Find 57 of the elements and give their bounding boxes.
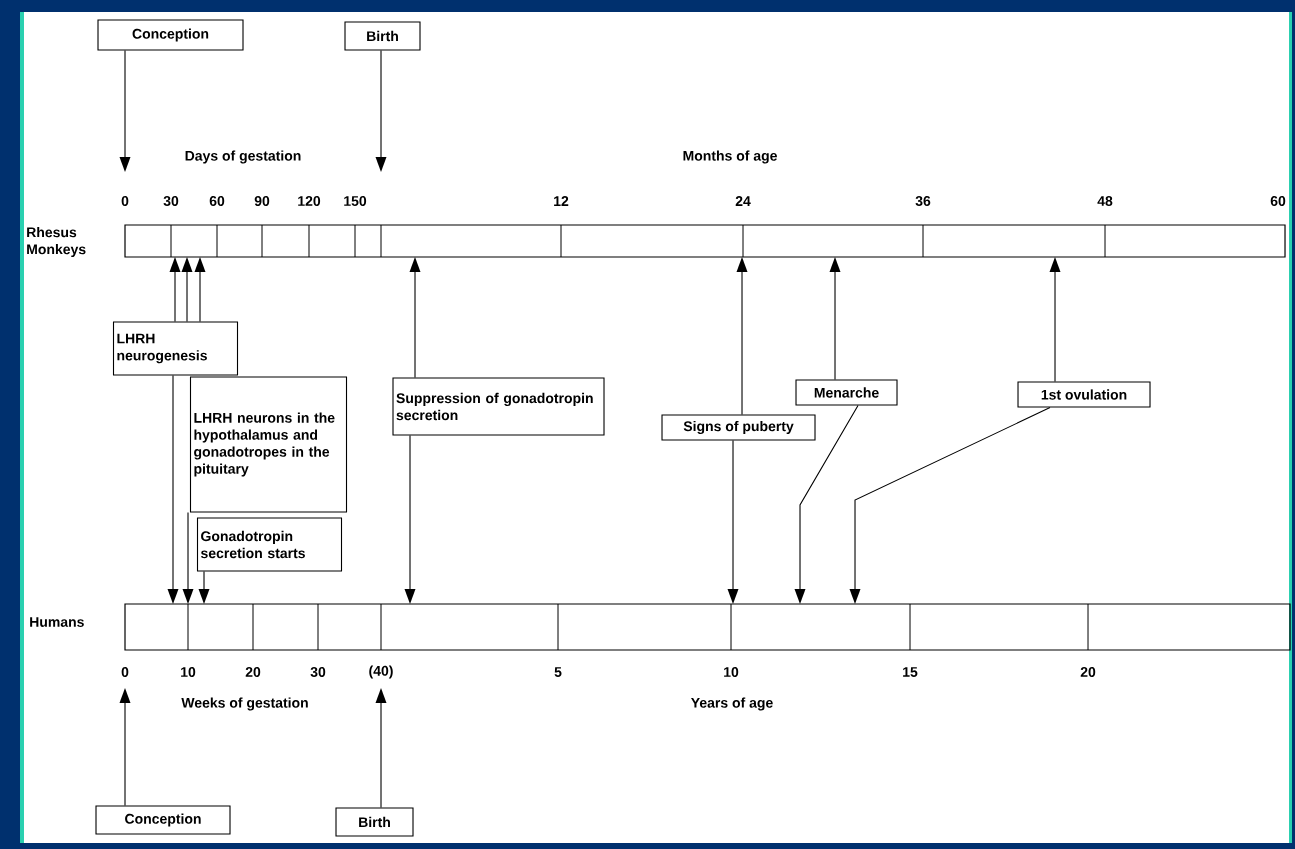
tick-label: 15 [903,667,918,677]
label-box: Birth [344,21,421,51]
label-box: Conception [97,19,244,51]
axis-label: Days of gestation [185,150,301,164]
arrow [1049,257,1061,382]
arrow [181,257,193,322]
label-box: Conception [95,805,231,835]
arrow [829,257,841,380]
tick-label: 5 [554,667,562,677]
tick-label: 24 [735,196,751,206]
axis-label: Years of age [691,697,773,711]
event-box: LHRH neurons in the hypothalamus and gonadotropes in the pituitary [189,376,348,513]
tick-label: 60 [1270,196,1286,206]
tick-label: 36 [915,196,931,206]
tick-label: 48 [1097,196,1113,206]
tick-label: 10 [724,667,739,677]
tick-label: 30 [163,196,179,206]
tick-label: 10 [181,667,196,677]
arrow [727,440,739,604]
arrow [119,688,131,806]
event-box: Gonadotropin secretion starts [196,517,343,572]
axis-label: Months of age [683,150,777,164]
axis-label: Humans [30,617,84,627]
arrow [194,257,206,322]
event-box: Suppression of gonadotropin secretion [392,377,605,436]
tick-label: 90 [254,196,270,206]
timeline-bar [124,224,1286,258]
label-box: 1st ovulation [1017,381,1151,408]
tick-label: 150 [344,196,367,206]
arrow [736,257,748,415]
arrow [375,688,387,808]
arrow [404,435,416,604]
timeline-bar [124,603,1291,651]
event-box: LHRH neurogenesis [112,321,239,376]
tick-label: 0 [121,667,129,677]
arrow [375,50,387,172]
tick-label: 20 [1080,667,1096,677]
tick-label: 120 [298,196,321,206]
label-box: Birth [335,807,414,837]
arrow [849,407,1051,604]
label-box: Signs of puberty [661,414,816,441]
tick-label: 30 [310,667,326,677]
tick-label: 20 [245,667,261,677]
arrow [167,375,179,604]
tick-label: (40) [369,665,393,679]
arrow [794,405,859,604]
tick-label: 12 [554,196,569,206]
axis-label: Weeks of gestation [181,697,308,711]
arrow [198,571,210,604]
arrow [169,257,181,322]
arrow [182,512,194,604]
label-box: Menarche [795,379,898,406]
tick-label: 60 [209,196,225,206]
arrow [409,257,421,378]
tick-label: 0 [121,196,129,206]
axis-label: Rhesus Monkeys [27,227,86,258]
arrow [119,50,131,172]
